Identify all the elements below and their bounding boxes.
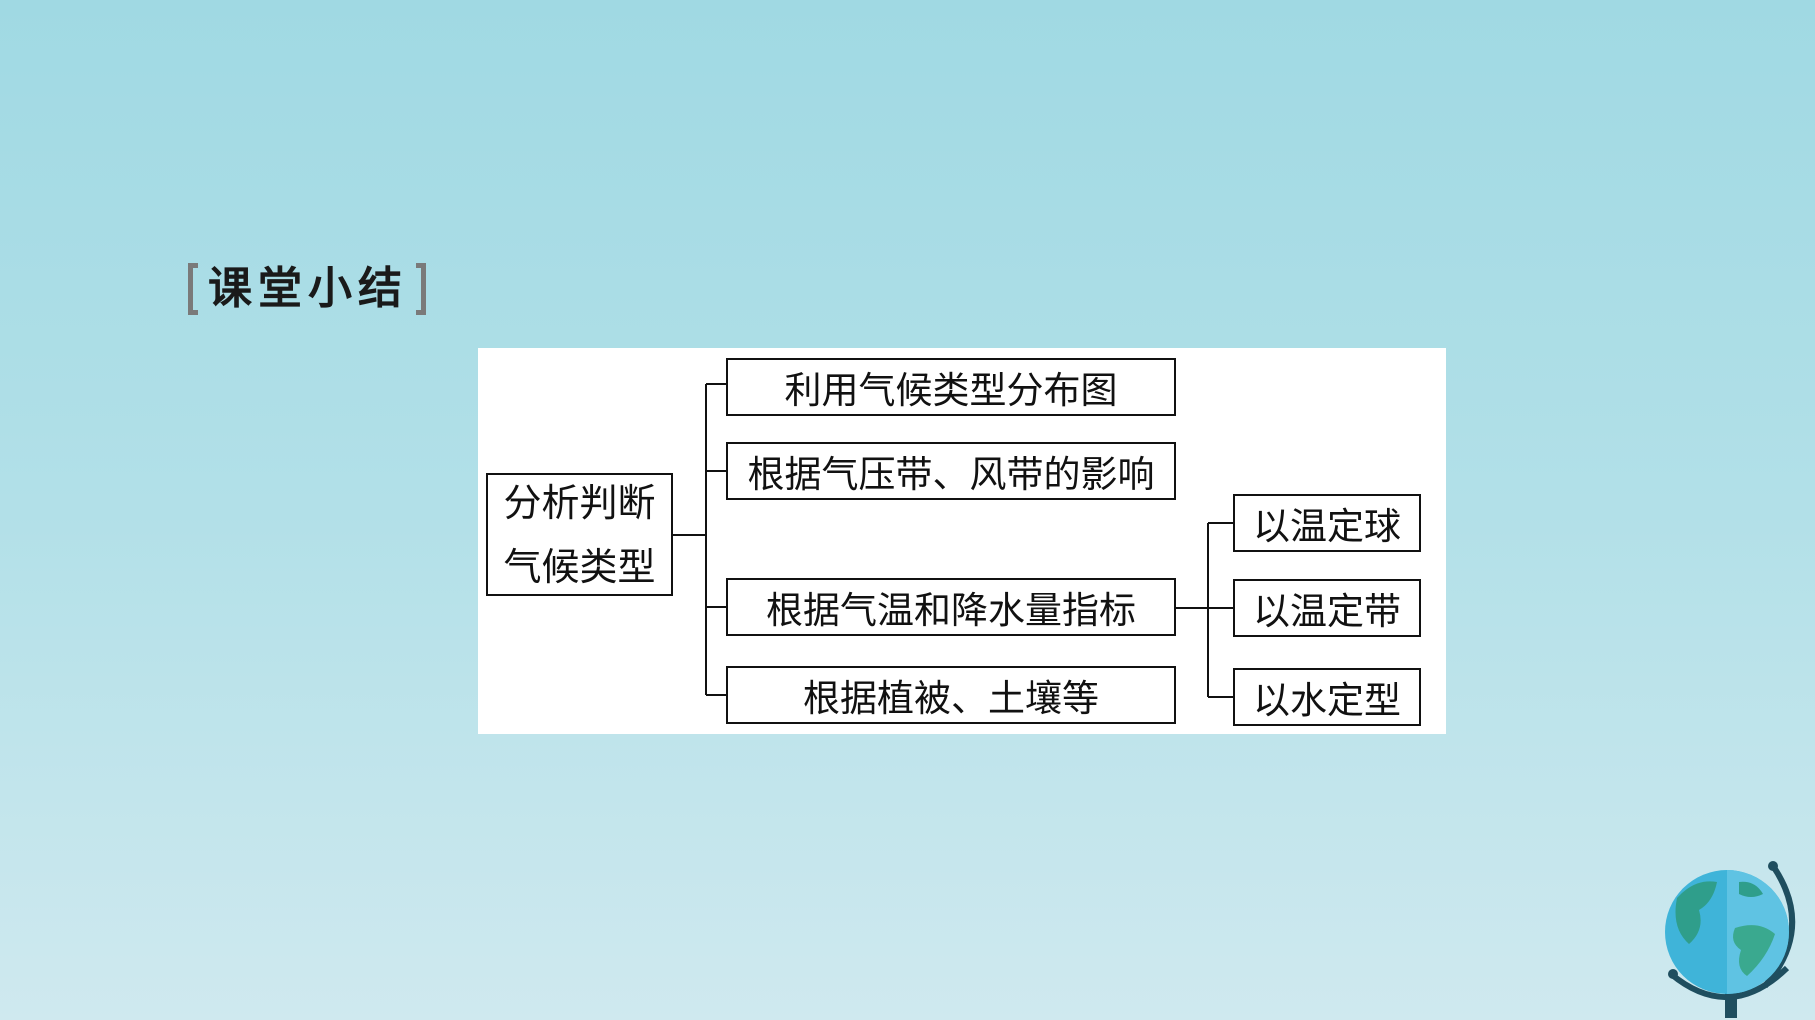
method-box-2: 根据气压带、风带的影响 (726, 442, 1176, 500)
method-box-3: 根据气温和降水量指标 (726, 578, 1176, 636)
sub-method-box-3: 以水定型 (1233, 668, 1421, 726)
sub-method-box-2: 以温定带 (1233, 579, 1421, 637)
root-line-1: 分析判断 (503, 480, 656, 525)
section-heading-text: 课堂小结 (208, 262, 408, 314)
root-box: 分析判断 气候类型 (486, 473, 673, 596)
diagram-panel: 分析判断 气候类型 利用气候类型分布图 根据气压带、风带的影响 根据气温和降水量… (478, 348, 1446, 734)
method-box-4: 根据植被、土壤等 (726, 666, 1176, 724)
connector-lines (673, 383, 1233, 698)
root-line-2: 气候类型 (503, 544, 656, 589)
method-box-1: 利用气候类型分布图 (726, 358, 1176, 416)
right-bracket (416, 262, 426, 315)
section-heading: 课堂小结 (188, 260, 426, 317)
left-bracket (188, 262, 198, 315)
sub-method-box-1: 以温定球 (1233, 494, 1421, 552)
globe-icon (1665, 861, 1796, 1018)
